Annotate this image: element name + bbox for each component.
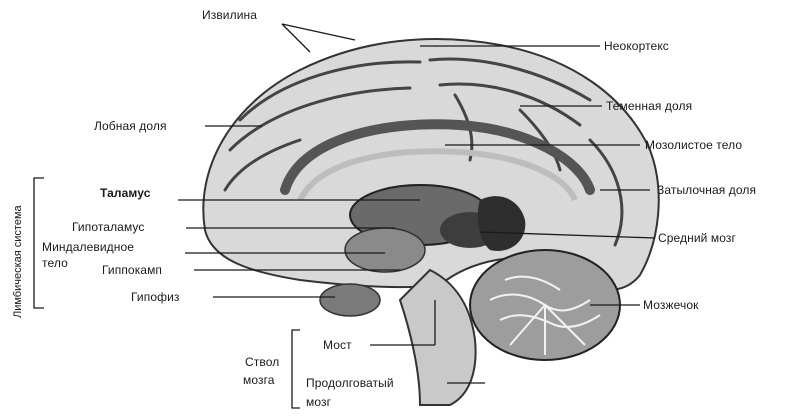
label-amygdala-line2: тело — [42, 256, 68, 270]
label-midbrain: Средний мозг — [658, 231, 736, 245]
label-hypothalamus: Гипоталамус — [72, 220, 145, 234]
label-medulla-line2: мозг — [306, 395, 331, 409]
label-hippocampus: Гиппокамп — [102, 263, 162, 277]
brainstem-shape — [400, 270, 476, 405]
label-amygdala-line1: Миндалевидное — [42, 240, 134, 254]
label-thalamus: Таламус — [100, 186, 150, 200]
label-gyrus: Извилина — [202, 8, 257, 22]
label-corpus-callosum: Мозолистое тело — [645, 138, 742, 152]
label-occipital-lobe: Затылочная доля — [657, 183, 756, 197]
label-parietal-lobe: Теменная доля — [606, 99, 692, 113]
label-brainstem-line2: мозга — [243, 373, 275, 387]
pituitary-shape — [320, 284, 380, 316]
cerebrum-outline — [203, 39, 658, 289]
label-brainstem-line1: Ствол — [245, 355, 279, 369]
label-pituitary: Гипофиз — [131, 290, 179, 304]
label-cerebellum: Мозжечок — [643, 298, 698, 312]
label-frontal-lobe: Лобная доля — [94, 119, 167, 133]
label-pons: Мост — [323, 338, 352, 352]
label-limbic-system: Лимбическая система — [12, 205, 24, 318]
label-neocortex: Неокортекс — [604, 39, 669, 53]
label-medulla-line1: Продолговатый — [306, 376, 394, 390]
